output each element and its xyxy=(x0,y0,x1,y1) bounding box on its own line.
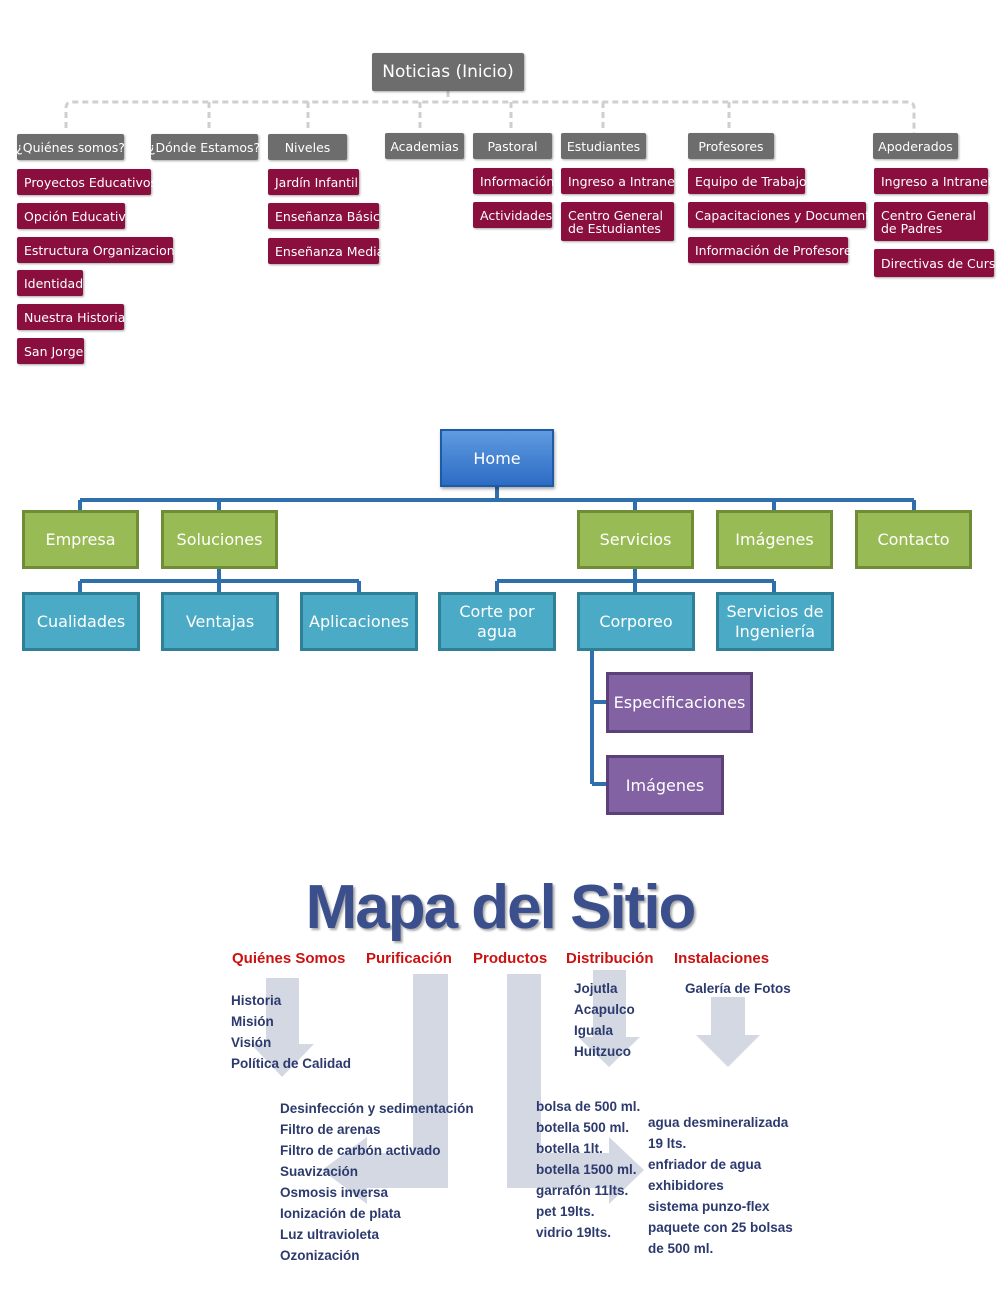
node-aplicaciones[interactable]: Aplicaciones xyxy=(300,592,418,651)
home-node[interactable]: Home xyxy=(440,429,554,487)
link-pet-19lts[interactable]: pet 19lts. xyxy=(536,1204,595,1219)
link-agua-desmineralizada[interactable]: agua desmineralizada xyxy=(648,1115,789,1130)
link-huitzuco[interactable]: Huitzuco xyxy=(574,1044,631,1059)
node-ventajas[interactable]: Ventajas xyxy=(161,592,279,651)
item-informacion-profesores[interactable]: Información de Profesores xyxy=(688,237,858,263)
link-acapulco[interactable]: Acapulco xyxy=(574,1002,635,1017)
section-productos[interactable]: Productos xyxy=(473,950,548,967)
link-botella-1500[interactable]: botella 1500 ml. xyxy=(536,1162,637,1177)
link-luz-ultravioleta[interactable]: Luz ultravioleta xyxy=(280,1227,380,1242)
section-quienes-somos[interactable]: Quiénes Somos xyxy=(232,950,346,967)
link-galeria-fotos[interactable]: Galería de Fotos xyxy=(685,981,791,996)
link-desinfeccion[interactable]: Desinfección y sedimentación xyxy=(280,1101,474,1116)
link-osmosis-inversa[interactable]: Osmosis inversa xyxy=(280,1185,389,1200)
list-purificacion: Desinfección y sedimentación Filtro de a… xyxy=(280,1098,474,1266)
link-botella-500[interactable]: botella 500 ml. xyxy=(536,1120,630,1135)
link-de-500-ml[interactable]: de 500 ml. xyxy=(648,1241,714,1256)
section-purificacion[interactable]: Purificación xyxy=(366,950,452,967)
link-garrafon-11lts[interactable]: garrafón 11lts. xyxy=(536,1183,629,1198)
header-quienes-somos[interactable]: ¿Quiénes somos? xyxy=(16,134,125,160)
header-apoderados[interactable]: Apoderados xyxy=(873,133,958,159)
link-botella-1lt[interactable]: botella 1lt. xyxy=(536,1141,603,1156)
header-donde-estamos[interactable]: ¿Dónde Estamos? xyxy=(149,134,260,160)
item-directivas-de-curso[interactable]: Directivas de Curso xyxy=(874,249,1000,277)
link-ozonizacion[interactable]: Ozonización xyxy=(280,1248,360,1263)
root-node-noticias[interactable]: Noticias (Inicio) xyxy=(372,53,524,91)
node-corporeo[interactable]: Corporeo xyxy=(577,592,695,651)
list-distribucion: Jojutla Acapulco Iguala Huitzuco xyxy=(574,978,635,1062)
item-identidad[interactable]: Identidad xyxy=(17,270,83,296)
item-san-jorge[interactable]: San Jorge xyxy=(17,338,84,364)
header-profesores[interactable]: Profesores xyxy=(688,133,774,159)
item-opcion-educativa[interactable]: Opción Educativa xyxy=(17,203,133,229)
item-proyectos-educativos[interactable]: Proyectos Educativos xyxy=(17,169,157,195)
link-iguala[interactable]: Iguala xyxy=(574,1023,614,1038)
section-distribucion[interactable]: Distribución xyxy=(566,950,654,967)
link-vidrio-19lts[interactable]: vidrio 19lts. xyxy=(536,1225,612,1240)
sitemap-title: Mapa del Sitio xyxy=(305,873,697,942)
link-ionizacion-plata[interactable]: Ionización de plata xyxy=(280,1206,401,1221)
link-sistema-punzo-flex[interactable]: sistema punzo-flex xyxy=(648,1199,770,1214)
link-bolsa-500[interactable]: bolsa de 500 ml. xyxy=(536,1099,641,1114)
list-productos: bolsa de 500 ml. botella 500 ml. botella… xyxy=(536,1096,640,1243)
node-contacto[interactable]: Contacto xyxy=(855,510,972,569)
link-suavizacion[interactable]: Suavización xyxy=(280,1164,359,1179)
item-nuestra-historia[interactable]: Nuestra Historia xyxy=(17,304,125,330)
link-filtro-carbon[interactable]: Filtro de carbón activado xyxy=(280,1143,441,1158)
link-jojutla[interactable]: Jojutla xyxy=(574,981,618,996)
list-instalaciones: Galería de Fotos xyxy=(685,978,791,999)
link-historia[interactable]: Historia xyxy=(231,993,282,1008)
header-niveles[interactable]: Niveles xyxy=(268,134,347,160)
node-servicios[interactable]: Servicios xyxy=(577,510,694,569)
item-ingreso-intranet-estudiantes[interactable]: Ingreso a Intranet xyxy=(561,168,680,194)
link-vision[interactable]: Visión xyxy=(231,1035,272,1050)
list-productos-extra: agua desmineralizada 19 lts. enfriador d… xyxy=(648,1112,793,1259)
link-mision[interactable]: Misión xyxy=(231,1014,274,1029)
item-estructura-organizacional[interactable]: Estructura Organizacional xyxy=(17,237,186,263)
item-informacion[interactable]: Información xyxy=(473,168,554,194)
link-politica-calidad[interactable]: Política de Calidad xyxy=(231,1056,352,1071)
item-ensenanza-media[interactable]: Enseñanza Media xyxy=(268,238,384,264)
item-ingreso-intranet-apoderados[interactable]: Ingreso a Intranet xyxy=(874,168,993,194)
node-corte-por-agua[interactable]: Corte por agua xyxy=(438,592,556,651)
item-equipo-de-trabajo[interactable]: Equipo de Trabajo xyxy=(688,168,807,194)
section-instalaciones[interactable]: Instalaciones xyxy=(674,950,770,967)
header-academias[interactable]: Academias xyxy=(385,133,464,159)
header-pastoral[interactable]: Pastoral xyxy=(473,133,552,159)
link-paquete-25-bolsas[interactable]: paquete con 25 bolsas xyxy=(648,1220,793,1235)
node-imagenes[interactable]: Imágenes xyxy=(716,510,833,569)
item-centro-general-estudiantes[interactable]: Centro General de Estudiantes xyxy=(561,202,674,241)
link-enfriador-agua[interactable]: enfriador de agua xyxy=(648,1157,762,1172)
node-soluciones[interactable]: Soluciones xyxy=(161,510,278,569)
list-quienes-somos: Historia Misión Visión Política de Calid… xyxy=(231,990,351,1074)
node-especificaciones[interactable]: Especificaciones xyxy=(606,672,753,733)
header-estudiantes[interactable]: Estudiantes xyxy=(561,133,646,159)
link-19-lts[interactable]: 19 lts. xyxy=(648,1136,687,1151)
node-empresa[interactable]: Empresa xyxy=(22,510,139,569)
node-servicios-ingenieria[interactable]: Servicios de Ingeniería xyxy=(716,592,834,651)
node-cualidades[interactable]: Cualidades xyxy=(22,592,140,651)
link-exhibidores[interactable]: exhibidores xyxy=(648,1178,724,1193)
item-centro-general-padres[interactable]: Centro General de Padres xyxy=(874,202,988,241)
item-ensenanza-basica[interactable]: Enseñanza Básica xyxy=(268,203,387,229)
item-actividades[interactable]: Actividades xyxy=(473,202,552,228)
node-imagenes-corporeo[interactable]: Imágenes xyxy=(606,755,724,815)
item-jardin-infantil[interactable]: Jardín Infantil xyxy=(268,169,359,195)
item-capacitaciones-documentos[interactable]: Capacitaciones y Documentos xyxy=(688,202,884,228)
link-filtro-arenas[interactable]: Filtro de arenas xyxy=(280,1122,381,1137)
